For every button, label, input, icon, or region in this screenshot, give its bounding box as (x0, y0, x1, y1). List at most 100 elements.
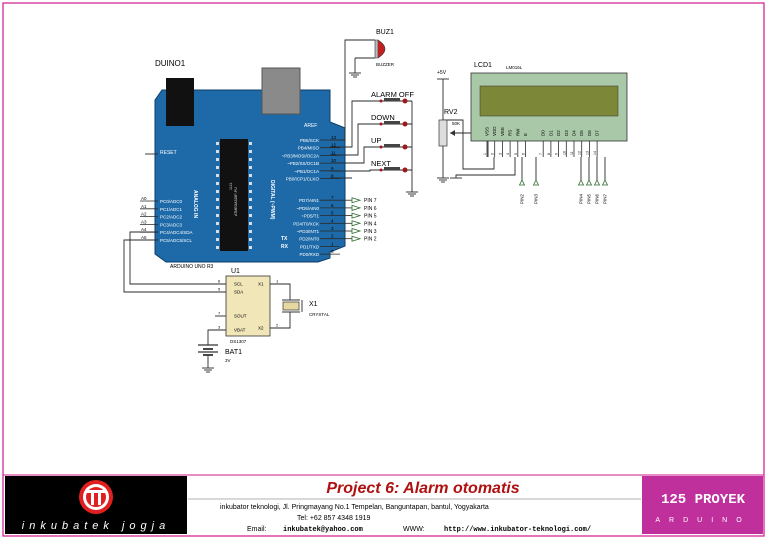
lcd-pin-number: 14 (593, 151, 597, 155)
lcd-terminal-label: PIN6 (595, 193, 600, 204)
lcd-16x2: LCD1 LM016L VSS1VDD2VEE3RS4RW5E6D07D18D2… (470, 62, 628, 204)
pin-terminal-arrow (351, 235, 362, 242)
lcd-pin-number: 1 (483, 153, 487, 155)
button-contact (379, 99, 383, 103)
digital-pin-number: 4 (331, 218, 334, 223)
button-label: NEXT (371, 159, 391, 168)
digital-pin-name: ~PD3/INT1 (297, 229, 320, 234)
chip-pin (249, 246, 252, 249)
lcd-terminal-arrow (593, 179, 601, 186)
buzzer: BUZ1 BUZZER (354, 29, 395, 68)
lcd-pin-name: D7 (595, 130, 600, 136)
analog-pin-label: A3 (141, 219, 147, 224)
digital-pin-number: 7 (331, 195, 334, 200)
rtc-pin-name: SOUT (234, 314, 247, 319)
pin-terminal-label: PIN 5 (364, 214, 377, 220)
chip-pin (249, 166, 252, 169)
pin-terminal-label: PIN 3 (364, 229, 377, 235)
lcd-pin-number: 6 (522, 153, 526, 155)
chip-pin (249, 238, 252, 241)
project-title: Project 6: Alarm otomatis (326, 480, 519, 497)
badge-subtitle: ARDUINO (655, 517, 750, 524)
chip-pin (249, 214, 252, 217)
tel-text: Tel: +62 857 4348 1919 (297, 515, 370, 522)
button-actuator (384, 121, 400, 124)
lcd-terminal-label: PIN7 (603, 193, 608, 204)
lcd-pin-name: D0 (541, 130, 546, 136)
analog-pin-label: A2 (141, 212, 147, 217)
buzzer-name: BUZZER (376, 62, 395, 67)
chip-pin (216, 142, 219, 145)
button-contact (402, 144, 408, 150)
lcd-pin-name: D2 (556, 130, 561, 136)
digital-pin-number: 1 (331, 241, 334, 246)
analog-pin-label: A4 (141, 227, 147, 232)
button-contact (379, 145, 383, 149)
lcd-pin-name: D3 (564, 130, 569, 136)
chip-pin (216, 150, 219, 153)
pin-terminal-arrow (351, 227, 362, 235)
lcd-screen (479, 85, 619, 117)
digital-pin-name: PB5/SCK (300, 138, 319, 143)
button-actuator (384, 144, 400, 147)
button-actuator (384, 167, 400, 170)
digital-pin-name: PD7/AIN1 (299, 198, 320, 203)
analog-pin-name: PC5/ADC5/SCL (160, 238, 193, 243)
rtc-pin-name: SDA (234, 290, 243, 295)
analog-pin-name: PC4/ADC4/SDA (160, 230, 193, 235)
chip-pin (249, 190, 252, 193)
rtc-pin-number: 1 (276, 279, 279, 284)
chip-pin (216, 238, 219, 241)
lcd-pin-name: VDD (492, 126, 497, 136)
rtc-pin-number: 7 (218, 311, 221, 316)
digital-pin-number: 8 (331, 174, 334, 179)
lcd-pin-list: VSS1VDD2VEE3RS4RW5E6D07D18D29D310D411D51… (483, 126, 600, 157)
digital-pin-name: ~PB3/MOSI/OC2A (282, 153, 319, 158)
email-text[interactable]: inkubatek@yahoo.com (283, 526, 363, 534)
analog-pin-name: PC2/ADC2 (160, 215, 183, 220)
chip-pin (249, 150, 252, 153)
lcd-terminal-arrow (577, 179, 585, 186)
chip-pin (216, 214, 219, 217)
lcd-terminal-arrow (518, 179, 526, 186)
lcd-pin-number: 11 (570, 151, 574, 155)
digital-pin-name: PD4/T0/XCK (293, 221, 319, 226)
www-label: WWW: (403, 526, 425, 533)
lcd-pin-number: 3 (498, 153, 502, 155)
digital-pin-number: 5 (331, 211, 334, 216)
lcd-pin-number: 10 (562, 151, 566, 155)
arduino-reset-label: RESET (160, 150, 177, 156)
lcd-pin-name: VSS (485, 127, 490, 136)
chip-number: 1121 (229, 182, 233, 190)
arduino-uno-board: DUINO1 AREF RESET ATMEGA328P-PU 1121 ANA… (140, 59, 377, 270)
digital-pin-name: PD2/INT0 (299, 237, 319, 242)
rtc-pin-name: X2 (258, 326, 264, 331)
crystal-name: CRYSTAL (309, 312, 330, 317)
pin-terminal-arrow (351, 220, 362, 227)
button-actuator (384, 98, 400, 101)
power-jack (261, 67, 301, 115)
lcd-ref: LCD1 (474, 62, 492, 69)
lcd-terminal-label: PIN4 (579, 193, 584, 204)
email-label: Email: (247, 526, 267, 533)
analog-pin-name: PC0/ADC0 (160, 199, 183, 204)
lcd-terminal-arrow (532, 179, 540, 186)
website-link[interactable]: http://www.inkubator-teknologi.com/ (444, 526, 591, 534)
lcd-pin-number: 13 (585, 151, 589, 155)
digital-pin-name: ~PB2/SS/OC1B (287, 161, 319, 166)
lcd-pin-number: 9 (555, 153, 559, 155)
lcd-terminal-label: PIN2 (520, 193, 525, 204)
battery-value: 3V (225, 358, 231, 363)
tx-label: TX (281, 236, 288, 242)
lcd-pin-name: D4 (572, 130, 577, 136)
button-contact (402, 167, 408, 173)
chip-pin (216, 246, 219, 249)
chip-pin (249, 182, 252, 185)
rv2-supply: +5V (437, 70, 447, 76)
lcd-pin-number: 5 (514, 153, 518, 155)
digital-pin-number: 2 (331, 234, 334, 239)
chip-pin (249, 142, 252, 145)
